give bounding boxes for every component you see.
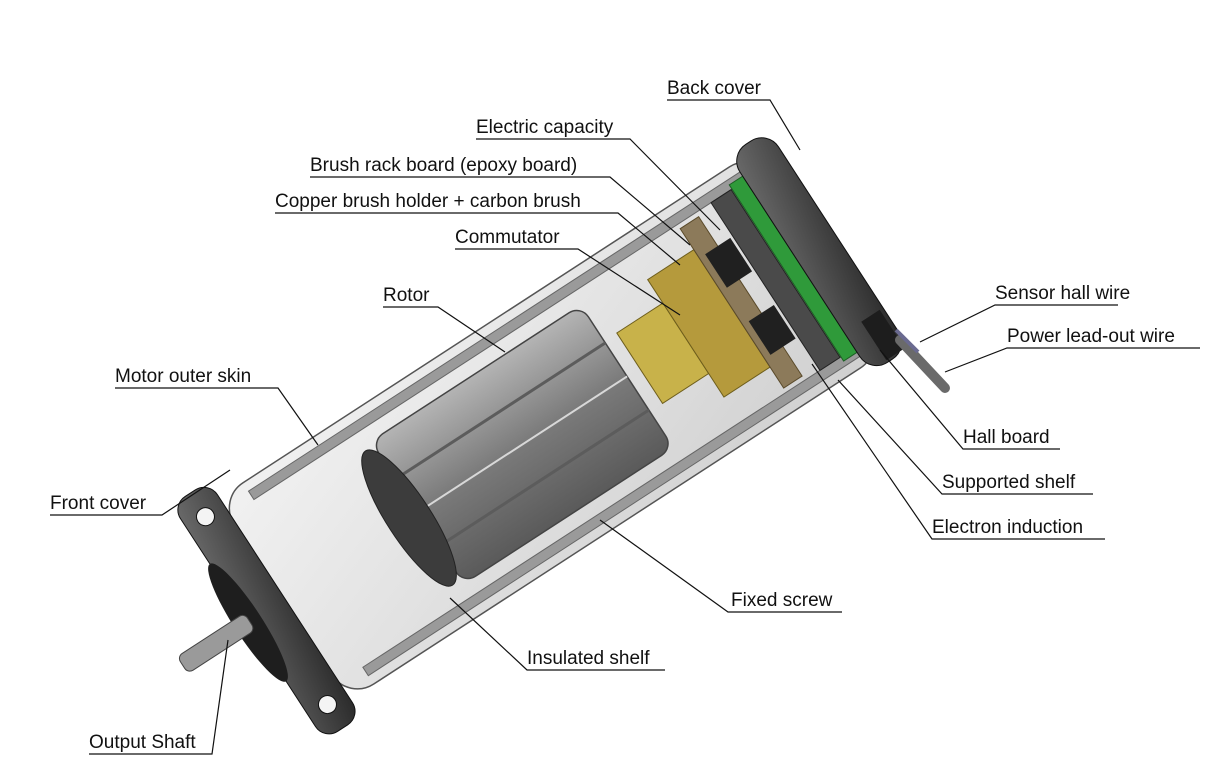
leader-electron-induction [811, 363, 1105, 540]
label-sensor-hall-wire: Sensor hall wire [995, 283, 1131, 304]
leader-back-cover [667, 99, 801, 151]
leader-rotor [383, 306, 506, 353]
leader-power-lead-out-wire [944, 347, 1200, 373]
label-motor-outer-skin: Motor outer skin [115, 366, 252, 387]
back-cover-shape [736, 137, 903, 367]
label-brush-rack-board: Brush rack board (epoxy board) [310, 155, 578, 176]
electric-capacity-shape [705, 237, 753, 288]
label-power-lead-out-wire: Power lead-out wire [1007, 326, 1175, 347]
label-electric-capacity: Electric capacity [476, 117, 614, 138]
label-front-cover: Front cover [50, 493, 147, 514]
leader-motor-outer-skin [115, 387, 319, 446]
leader-hall-board [879, 349, 1060, 450]
label-hall-board: Hall board [963, 427, 1050, 448]
insulated-shelf-shape [361, 449, 457, 587]
label-insulated-shelf: Insulated shelf [527, 648, 650, 669]
electric-capacity-shape-2 [748, 304, 796, 355]
label-supported-shelf: Supported shelf [942, 472, 1076, 493]
leader-insulated-shelf [449, 597, 665, 671]
leader-output-shaft [89, 639, 229, 755]
label-commutator: Commutator [455, 227, 560, 248]
leader-front-cover [50, 469, 231, 516]
leader-commutator [455, 248, 681, 316]
leader-sensor-hall-wire [919, 304, 1118, 343]
output-shaft-shape [178, 614, 254, 672]
label-rotor: Rotor [383, 285, 430, 306]
label-electron-induction: Electron induction [932, 517, 1084, 538]
leader-brush-rack-board [310, 176, 691, 246]
label-copper-brush-holder: Copper brush holder + carbon brush [275, 191, 581, 212]
supported-shelf-shape [710, 188, 841, 372]
leader-electric-capacity [476, 138, 721, 231]
leader-copper-brush-holder [275, 212, 681, 266]
lead-out-wires [861, 309, 950, 393]
leader-lines [50, 99, 1200, 755]
label-fixed-screw: Fixed screw [731, 590, 833, 611]
leader-supported-shelf [837, 379, 1093, 495]
label-output-shaft: Output Shaft [89, 732, 196, 753]
label-back-cover: Back cover [667, 78, 761, 99]
leader-fixed-screw [599, 519, 842, 613]
